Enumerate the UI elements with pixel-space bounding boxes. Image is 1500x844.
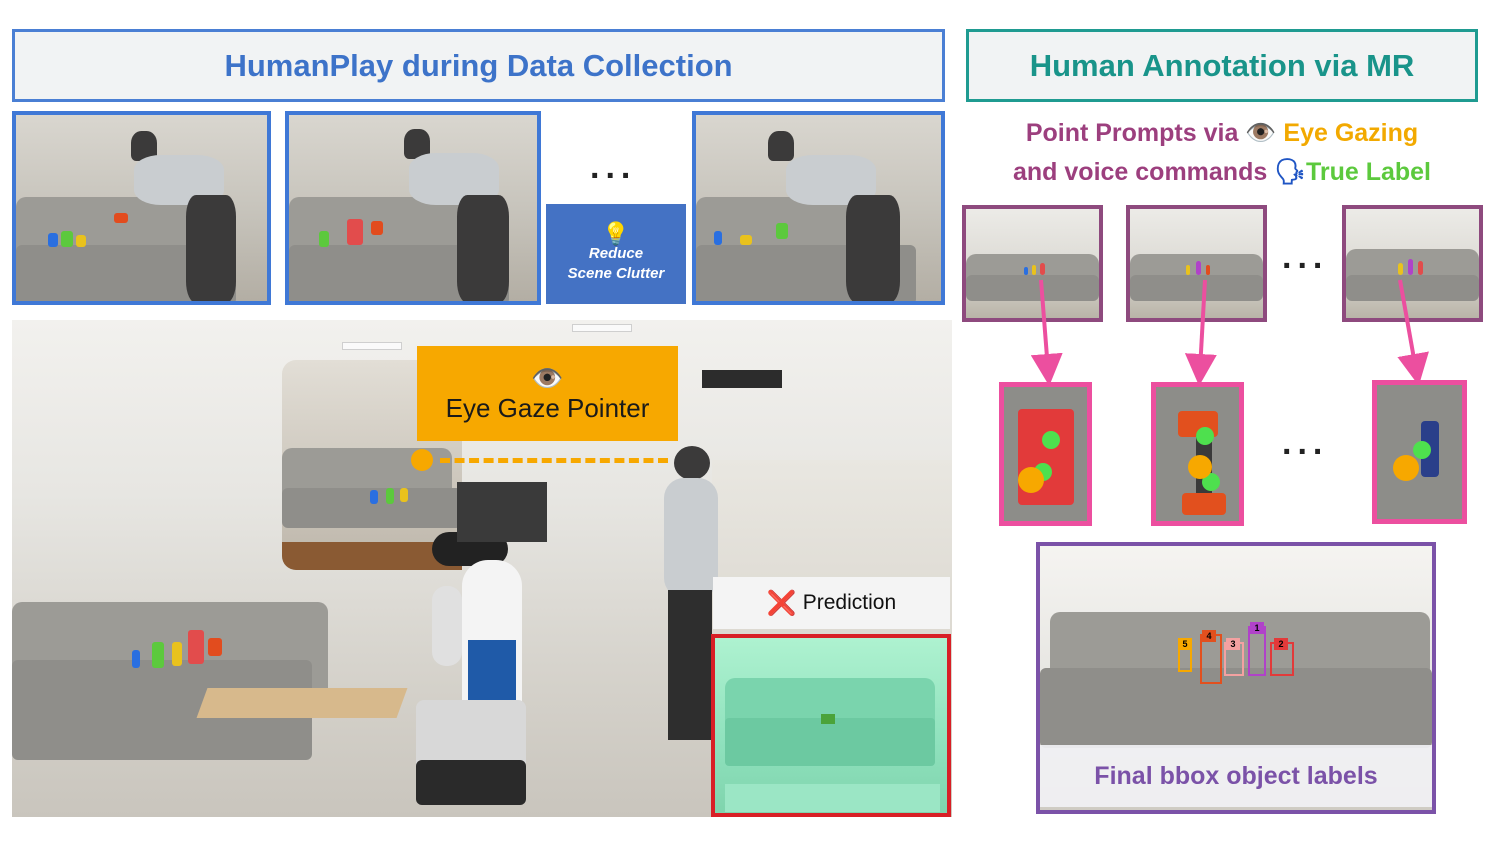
eye-gaze-pointer-label: 👁️ Eye Gaze Pointer [417,346,678,441]
arrow-1 [1030,279,1063,386]
annotation-thumb-3 [1342,205,1483,322]
bbox-label-5: 5 [1178,638,1192,650]
prediction-image [711,634,951,817]
humanplay-title: HumanPlay during Data Collection [12,29,945,102]
final-bbox-caption-text: Final bbox object labels [1094,761,1378,790]
prompt-line-2: and voice commands 🗣True Label [966,158,1478,187]
cross-mark-icon: ❌ [766,589,797,617]
speaking-head-icon: 🗣 [1274,158,1306,186]
prediction-label: ❌ Prediction [713,577,950,629]
tip-line-2: Scene Clutter [567,265,665,282]
thumb-ellipsis: ... [1282,238,1329,276]
crop-3 [1372,380,1467,524]
crop-1 [999,382,1092,526]
prompt-arrows [1030,279,1429,386]
prompt-part-3: and voice commands [1013,158,1268,186]
prompt-part-2: Eye Gazing [1283,119,1419,147]
final-bbox-caption: Final bbox object labels [1040,745,1432,807]
annotation-title-text: Human Annotation via MR [1029,47,1415,83]
prompt-part-4: True Label [1305,158,1431,186]
prompt-line-1: Point Prompts via 👁️ Eye Gazing [966,119,1478,148]
annotation-thumb-2 [1126,205,1267,322]
prediction-text: Prediction [802,591,897,614]
eye-gaze-pointer-text: Eye Gaze Pointer [445,393,650,423]
collection-frame-3 [692,111,945,305]
reduce-clutter-tip: 💡 Reduce Scene Clutter [546,204,686,304]
annotation-title: Human Annotation via MR [966,29,1478,102]
eye-icon: 👁️ [531,363,564,393]
humanplay-title-text: HumanPlay during Data Collection [224,47,733,83]
bbox-label-4: 4 [1202,630,1216,642]
crop-ellipsis: ... [1282,424,1329,462]
annotation-thumb-1 [962,205,1103,322]
eye-icon: 👁️ [1245,119,1277,147]
strip-ellipsis: ... [590,148,637,186]
crop-2 [1151,382,1244,526]
collection-frame-2 [285,111,541,305]
bbox-label-2: 2 [1274,638,1288,650]
bbox-label-1: 1 [1250,622,1264,634]
arrow-2 [1184,279,1217,386]
bbox-label-3: 3 [1226,638,1240,650]
collection-frame-1 [12,111,271,305]
prompt-part-1: Point Prompts via [1025,119,1239,147]
arrow-3 [1397,279,1429,386]
lightbulb-icon: 💡 [602,221,630,246]
tip-line-1: Reduce [588,245,644,262]
